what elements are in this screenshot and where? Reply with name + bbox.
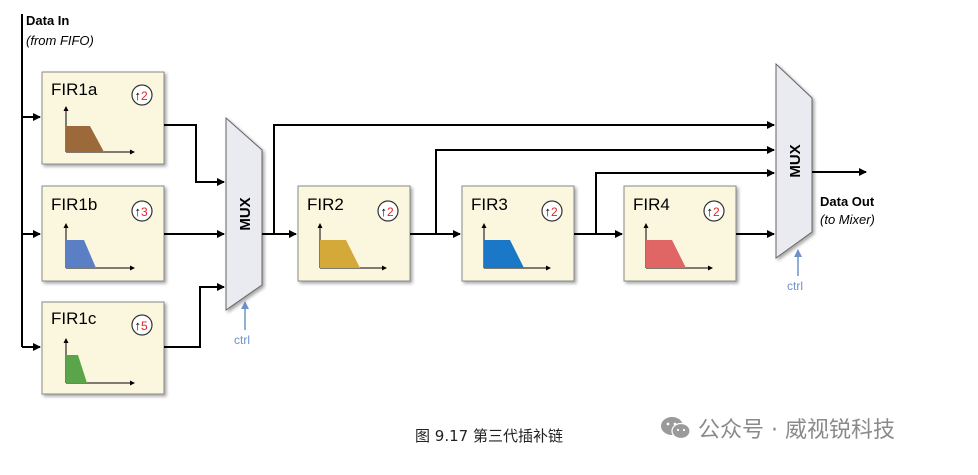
watermark-text: 公众号 · 威视锐科技	[698, 418, 895, 443]
upsample-rate: 2	[713, 205, 720, 219]
figure-caption: 图 9.17 第三代插补链	[415, 427, 563, 445]
filter-name: FIR1c	[51, 309, 97, 328]
upsample-rate: 2	[141, 89, 148, 103]
data-in-title: Data In	[26, 13, 69, 28]
svg-text:↑: ↑	[707, 204, 714, 219]
mux-2: MUX	[775, 62, 813, 259]
upsample-rate: 5	[141, 319, 148, 333]
upsample-icon	[377, 200, 399, 222]
filter-name: FIR3	[471, 195, 508, 214]
svg-text:↑: ↑	[135, 318, 142, 333]
ctrl-label-mux-2: ctrl	[787, 279, 803, 293]
filter-block-fir3: FIR3 ↑ 2	[461, 185, 575, 282]
filter-block-fir2: FIR2 ↑ 2	[297, 185, 411, 282]
upsample-rate: 2	[551, 205, 558, 219]
svg-text:↑: ↑	[135, 88, 142, 103]
filter-block-fir1a: FIR1a ↑ 2	[41, 71, 165, 165]
mux-label: MUX	[787, 144, 804, 177]
interpolation-chain-diagram: Data In (from FIFO) FIR1a ↑ 2 FIR1b ↑ 3 …	[21, 13, 875, 395]
svg-text:↑: ↑	[545, 204, 552, 219]
upsample-icon	[541, 200, 563, 222]
frequency-response-shape	[320, 240, 360, 268]
mux-label: MUX	[237, 197, 254, 230]
upsample-icon	[131, 84, 153, 106]
upsample-rate: 3	[141, 205, 148, 219]
filter-block-fir1c: FIR1c ↑ 5	[41, 301, 165, 395]
wechat-icon	[661, 417, 691, 440]
frequency-response-shape	[484, 240, 524, 268]
ctrl-arrows	[241, 249, 802, 330]
upsample-icon	[703, 200, 725, 222]
upsample-icon	[131, 314, 153, 336]
ctrl-label-mux-1: ctrl	[234, 333, 250, 347]
data-in-subtitle: (from FIFO)	[26, 33, 94, 48]
watermark: 公众号 · 威视锐科技	[660, 412, 895, 444]
filter-name: FIR1b	[51, 195, 97, 214]
data-out-title: Data Out	[820, 194, 875, 209]
frequency-response-shape	[66, 240, 96, 268]
svg-text:↑: ↑	[135, 204, 142, 219]
mux-1: MUX	[225, 116, 263, 311]
filter-name: FIR2	[307, 195, 344, 214]
data-out-subtitle: (to Mixer)	[820, 212, 875, 227]
signal-connections	[164, 121, 867, 348]
input-bus	[21, 14, 41, 351]
upsample-icon	[131, 200, 153, 222]
upsample-rate: 2	[387, 205, 394, 219]
frequency-response-shape	[646, 240, 686, 268]
frequency-response-shape	[66, 126, 104, 152]
svg-text:↑: ↑	[381, 204, 388, 219]
filter-block-fir1b: FIR1b ↑ 3	[41, 185, 165, 282]
filter-block-fir4: FIR4 ↑ 2	[623, 185, 737, 282]
filter-name: FIR4	[633, 195, 670, 214]
filter-name: FIR1a	[51, 80, 98, 99]
frequency-response-shape	[66, 355, 87, 383]
